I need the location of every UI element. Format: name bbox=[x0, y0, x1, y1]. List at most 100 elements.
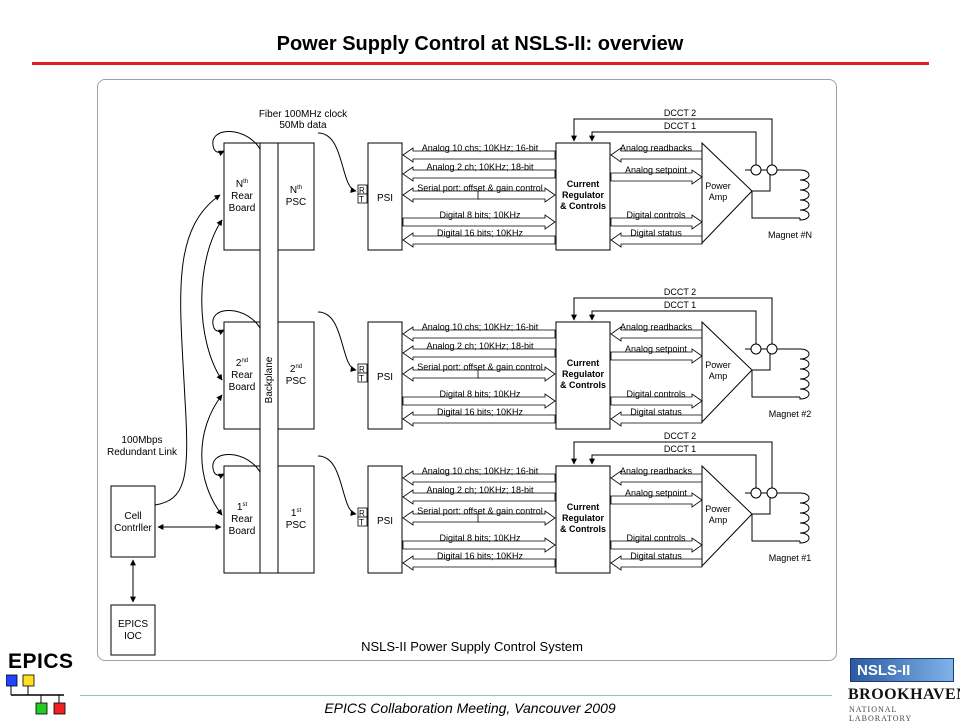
analog-10ch-signal-label: Analog 10 chs; 10KHz; 16-bit bbox=[422, 466, 539, 476]
footer-text: EPICS Collaboration Meeting, Vancouver 2… bbox=[324, 700, 616, 716]
transmitter-port bbox=[357, 372, 368, 383]
serial-port-signal-arrow-2 bbox=[477, 510, 556, 526]
amp-return-line bbox=[751, 370, 800, 398]
rear-board-label: Rear bbox=[231, 191, 253, 202]
digital-16bit-signal-arrow bbox=[402, 411, 556, 427]
analog-setpoint-signal-label: Analog setpoint bbox=[625, 344, 688, 354]
serial-port-signal-arrow-2 bbox=[477, 366, 556, 382]
receiver-port-label: R bbox=[359, 509, 365, 518]
fiber-label-2: 50Mb data bbox=[279, 120, 327, 131]
psc-label: PSC bbox=[286, 520, 307, 531]
psc-ordinal: 2nd bbox=[290, 364, 302, 375]
cell-controller-label-2: Contrller bbox=[114, 523, 152, 534]
analog-10ch-signal-arrow bbox=[402, 326, 556, 342]
current-regulator-box bbox=[555, 142, 611, 251]
fiber-loop bbox=[212, 131, 263, 157]
rear-board-ordinal: 1st bbox=[237, 502, 248, 513]
epics-ioc-box bbox=[110, 604, 156, 656]
brookhaven-logo-sub: NATIONAL LABORATORY bbox=[849, 705, 913, 723]
digital-controls-signal-arrow bbox=[610, 537, 703, 553]
dcct1-feedback-line bbox=[589, 454, 757, 488]
title-underline bbox=[32, 62, 929, 65]
power-amp-label: Power bbox=[705, 504, 731, 514]
power-amp-label: Power bbox=[705, 360, 731, 370]
digital-8bit-signal-arrow bbox=[402, 537, 556, 553]
analog-2ch-signal-label: Analog 2 ch; 10KHz; 18-bit bbox=[426, 162, 534, 172]
chain-link-n-2 bbox=[201, 219, 223, 381]
current-regulator-label-2: Regulator bbox=[562, 513, 605, 523]
rear-board-label-2: Board bbox=[229, 382, 256, 393]
dcct-sensor-icon bbox=[766, 487, 778, 499]
digital-status-signal-label: Digital status bbox=[630, 228, 682, 238]
dcct2-feedback-line bbox=[571, 118, 773, 165]
serial-port-signal-label: Serial port: offset & gain control bbox=[417, 362, 542, 372]
receiver-port-label: R bbox=[359, 365, 365, 374]
dcct-sensor-icon bbox=[766, 164, 778, 176]
digital-controls-signal-arrow bbox=[610, 393, 703, 409]
redundant-link-curve bbox=[154, 194, 221, 506]
psi-box bbox=[367, 142, 403, 251]
epics-logo-text: EPICS bbox=[8, 650, 74, 673]
power-amp-triangle bbox=[701, 320, 753, 424]
chain-link-2-1 bbox=[201, 394, 223, 516]
power-amp-triangle bbox=[701, 141, 753, 245]
transmitter-port-label: T bbox=[359, 374, 364, 383]
receiver-port-label: R bbox=[359, 186, 365, 195]
psc-box bbox=[277, 465, 315, 574]
serial-port-signal-arrow-2 bbox=[477, 187, 556, 203]
digital-status-signal-label: Digital status bbox=[630, 551, 682, 561]
analog-setpoint-signal-label: Analog setpoint bbox=[625, 165, 688, 175]
cell-controller-box bbox=[110, 485, 156, 558]
backplane-label: Backplane bbox=[264, 356, 275, 403]
nsls-logo: NSLS-II bbox=[850, 658, 954, 682]
current-regulator-label-2: Regulator bbox=[562, 369, 605, 379]
psc-box bbox=[277, 321, 315, 430]
power-amp-label-2: Amp bbox=[709, 192, 728, 202]
transmitter-port bbox=[357, 516, 368, 527]
dcct1-label: DCCT 1 bbox=[664, 121, 696, 131]
dcct1-label: DCCT 1 bbox=[664, 444, 696, 454]
analog-readbacks-signal-label: Analog readbacks bbox=[620, 143, 693, 153]
rear-board-box bbox=[223, 142, 261, 251]
magnet-label: Magnet #N bbox=[768, 230, 812, 240]
digital-8bit-signal-label: Digital 8 bits; 10KHz bbox=[439, 389, 521, 399]
amp-return-line bbox=[751, 514, 800, 542]
digital-16bit-signal-label: Digital 16 bits; 10KHz bbox=[437, 407, 524, 417]
digital-controls-signal-label: Digital controls bbox=[626, 210, 686, 220]
psc-label: PSC bbox=[286, 376, 307, 387]
magnet-label: Magnet #2 bbox=[769, 409, 812, 419]
digital-8bit-signal-label: Digital 8 bits; 10KHz bbox=[439, 533, 521, 543]
dcct2-feedback-line bbox=[571, 297, 773, 344]
redundant-link-label-2: Redundant Link bbox=[107, 447, 178, 458]
analog-10ch-signal-arrow bbox=[402, 147, 556, 163]
dcct-sensor-icon bbox=[750, 343, 762, 355]
digital-status-signal-label: Digital status bbox=[630, 407, 682, 417]
fiber-label: Fiber 100MHz clock bbox=[259, 109, 348, 120]
analog-2ch-signal-arrow bbox=[402, 489, 556, 505]
epics-logo-icon bbox=[6, 674, 66, 715]
power-amp-label-2: Amp bbox=[709, 371, 728, 381]
epics-ioc-label: EPICS bbox=[118, 619, 148, 630]
brookhaven-logo-text: BROOKHAVEN bbox=[848, 686, 960, 703]
analog-setpoint-signal-arrow bbox=[610, 348, 703, 364]
psi-box bbox=[367, 465, 403, 574]
analog-10ch-signal-arrow bbox=[402, 470, 556, 486]
current-regulator-label-3: & Controls bbox=[560, 524, 606, 534]
transmitter-port-label: T bbox=[359, 518, 364, 527]
magnet-coil-icon bbox=[799, 348, 810, 400]
digital-controls-signal-label: Digital controls bbox=[626, 533, 686, 543]
power-amp-label-2: Amp bbox=[709, 515, 728, 525]
dcct-sensor-icon bbox=[766, 343, 778, 355]
rear-board-label-2: Board bbox=[229, 526, 256, 537]
slide-title: Power Supply Control at NSLS-II: overvie… bbox=[276, 33, 684, 55]
digital-controls-signal-arrow bbox=[610, 214, 703, 230]
digital-controls-signal-label: Digital controls bbox=[626, 389, 686, 399]
transmitter-port-label: T bbox=[359, 195, 364, 204]
dcct1-feedback-line bbox=[589, 131, 757, 165]
dcct2-label: DCCT 2 bbox=[664, 431, 696, 441]
current-regulator-label-3: & Controls bbox=[560, 201, 606, 211]
digital-8bit-signal-arrow bbox=[402, 214, 556, 230]
dcct1-feedback-line bbox=[589, 310, 757, 344]
